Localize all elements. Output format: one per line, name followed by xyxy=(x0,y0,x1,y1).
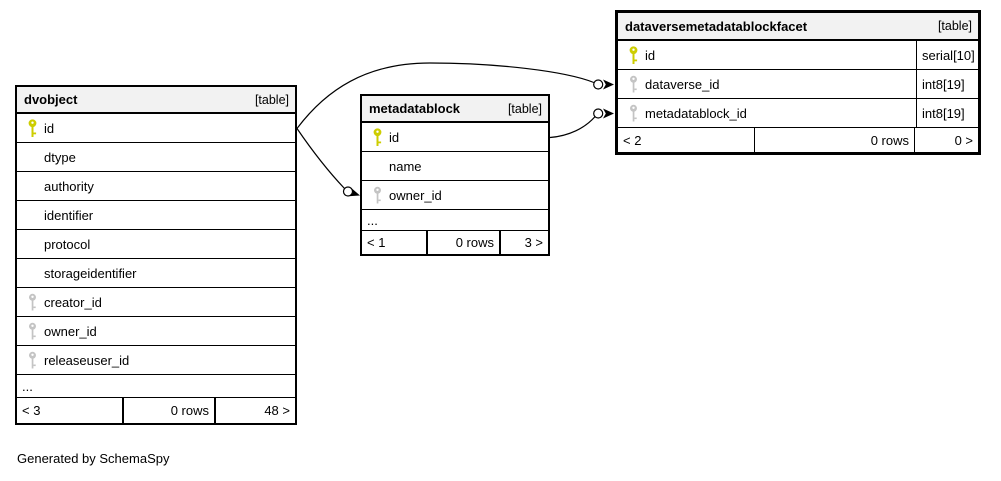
foreign-key-icon xyxy=(27,351,44,370)
table-tag: [table] xyxy=(507,101,542,116)
column-row: storageidentifier xyxy=(17,259,295,288)
footer-row-count: 0 rows xyxy=(755,128,915,152)
column-row: authority xyxy=(17,172,295,201)
primary-key-icon xyxy=(628,45,645,65)
column-name: id xyxy=(645,47,656,63)
column-name: metadatablock_id xyxy=(645,105,747,121)
column-name: protocol xyxy=(44,236,91,252)
column-row: releaseuser_id xyxy=(17,346,295,375)
column-name: owner_id xyxy=(44,323,97,339)
edge-metadatablock-to-facet xyxy=(549,108,614,139)
column-row: protocol xyxy=(17,230,295,259)
column-type: int8[19] xyxy=(916,70,978,98)
foreign-key-icon xyxy=(27,322,44,341)
column-name: id xyxy=(44,120,55,136)
ellipsis-row: ... xyxy=(17,375,295,398)
table-footer: < 3 0 rows 48 > xyxy=(17,398,295,423)
column-type: serial[10] xyxy=(916,41,978,69)
column-row: identifier xyxy=(17,201,295,230)
column-row: name xyxy=(362,152,548,181)
column-name: dataverse_id xyxy=(645,76,720,92)
foreign-key-icon xyxy=(372,186,389,205)
footer-parents-count: 48 > xyxy=(264,403,290,418)
table-name[interactable]: dvobject xyxy=(24,92,78,107)
column-name: releaseuser_id xyxy=(44,352,130,368)
footer-children-count: < 1 xyxy=(362,231,428,254)
foreign-key-icon xyxy=(628,104,645,123)
column-name: dtype xyxy=(44,149,76,165)
column-name: storageidentifier xyxy=(44,265,137,281)
table-name[interactable]: dataversemetadatablockfacet xyxy=(625,18,808,34)
table-header[interactable]: dataversemetadatablockfacet [table] xyxy=(618,13,978,41)
table-metadatablock: metadatablock [table] id name owner_id .… xyxy=(360,94,550,256)
generator-note: Generated by SchemaSpy xyxy=(17,451,170,466)
table-header[interactable]: dvobject [table] xyxy=(17,87,295,114)
column-row: id xyxy=(362,123,548,152)
ellipsis-row: ... xyxy=(362,210,548,231)
table-dvobject: dvobject [table] id dtype authority iden… xyxy=(15,85,297,425)
footer-parents-count: 3 > xyxy=(524,235,543,250)
column-row: owner_id xyxy=(362,181,548,210)
footer-parents-count: 0 > xyxy=(954,132,973,148)
column-name: creator_id xyxy=(44,294,102,310)
foreign-key-icon xyxy=(27,293,44,312)
table-footer: < 1 0 rows 3 > xyxy=(362,231,548,254)
column-type: int8[19] xyxy=(916,99,978,127)
table-name[interactable]: metadatablock xyxy=(369,101,461,116)
foreign-key-icon xyxy=(628,75,645,94)
column-row: owner_id xyxy=(17,317,295,346)
edge-dvobject-to-metadatablock xyxy=(296,128,360,197)
column-name: name xyxy=(389,158,422,174)
column-row: id serial[10] xyxy=(618,41,978,70)
column-name: identifier xyxy=(44,207,94,223)
table-tag: [table] xyxy=(254,92,289,107)
column-row: creator_id xyxy=(17,288,295,317)
footer-children-count: < 2 xyxy=(618,128,755,152)
column-row: id xyxy=(17,114,295,143)
primary-key-icon xyxy=(27,118,44,138)
column-row: dtype xyxy=(17,143,295,172)
table-footer: < 2 0 rows 0 > xyxy=(618,128,978,152)
column-name: id xyxy=(389,129,400,145)
table-header[interactable]: metadatablock [table] xyxy=(362,96,548,123)
table-tag: [table] xyxy=(937,19,972,33)
column-row: metadatablock_id int8[19] xyxy=(618,99,978,128)
column-row: dataverse_id int8[19] xyxy=(618,70,978,99)
column-name: owner_id xyxy=(389,187,442,203)
footer-row-count: 0 rows xyxy=(428,231,501,254)
primary-key-icon xyxy=(372,127,389,147)
table-dataversemetadatablockfacet: dataversemetadatablockfacet [table] id s… xyxy=(615,10,981,155)
footer-row-count: 0 rows xyxy=(124,398,216,423)
footer-children-count: < 3 xyxy=(17,398,124,423)
column-name: authority xyxy=(44,178,94,194)
